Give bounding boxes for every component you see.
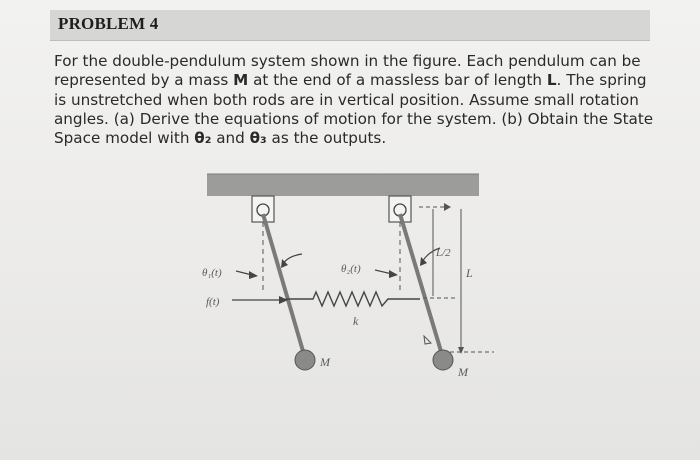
statement-text-end: as the outputs.: [266, 129, 387, 148]
ceiling-support: [207, 174, 479, 196]
left-mass-label: M: [319, 355, 331, 369]
theta2-arrowhead: [389, 270, 398, 278]
spring: [286, 290, 420, 308]
theta1-angle-arc: [282, 253, 303, 265]
theta1-arc-arrowhead: [281, 259, 288, 268]
right-mass: [432, 349, 454, 371]
problem-title: PROBLEM 4: [58, 14, 159, 33]
left-rod: [261, 213, 307, 359]
theta1-arrowhead: [249, 271, 258, 279]
theta2-label: θ₂(t): [341, 263, 361, 275]
force-arrowhead: [279, 296, 288, 304]
length-symbol: L: [546, 71, 557, 90]
theta2-arc-arrowhead: [420, 257, 427, 266]
output-theta3: θ₃: [249, 129, 267, 148]
statement-text-and: and: [211, 129, 250, 148]
left-mass: [294, 349, 316, 371]
right-rod: [398, 213, 445, 359]
length-label: L: [465, 266, 473, 280]
statement-text-3: . The spring is unstretched when both ro…: [54, 71, 654, 148]
statement-text-2: at the end of a massless bar of length: [248, 71, 547, 90]
dimension-bottom-arrowhead: [458, 347, 464, 354]
statement-text-1: For the double-pendulum system shown in …: [54, 52, 641, 90]
cursor-mark: [423, 334, 433, 345]
problem-header-bar: [50, 10, 650, 41]
spring-label: k: [353, 314, 359, 328]
dimension-top-tick: [444, 203, 451, 211]
theta1-label: θ₁(t): [202, 267, 222, 279]
problem-statement: For the double-pendulum system shown in …: [54, 52, 654, 148]
force-label: f(t): [206, 296, 220, 308]
mass-symbol: M: [233, 71, 249, 90]
output-theta2: θ₂: [194, 129, 212, 148]
half-length-label: L/2: [435, 247, 451, 259]
right-mass-label: M: [457, 365, 469, 379]
